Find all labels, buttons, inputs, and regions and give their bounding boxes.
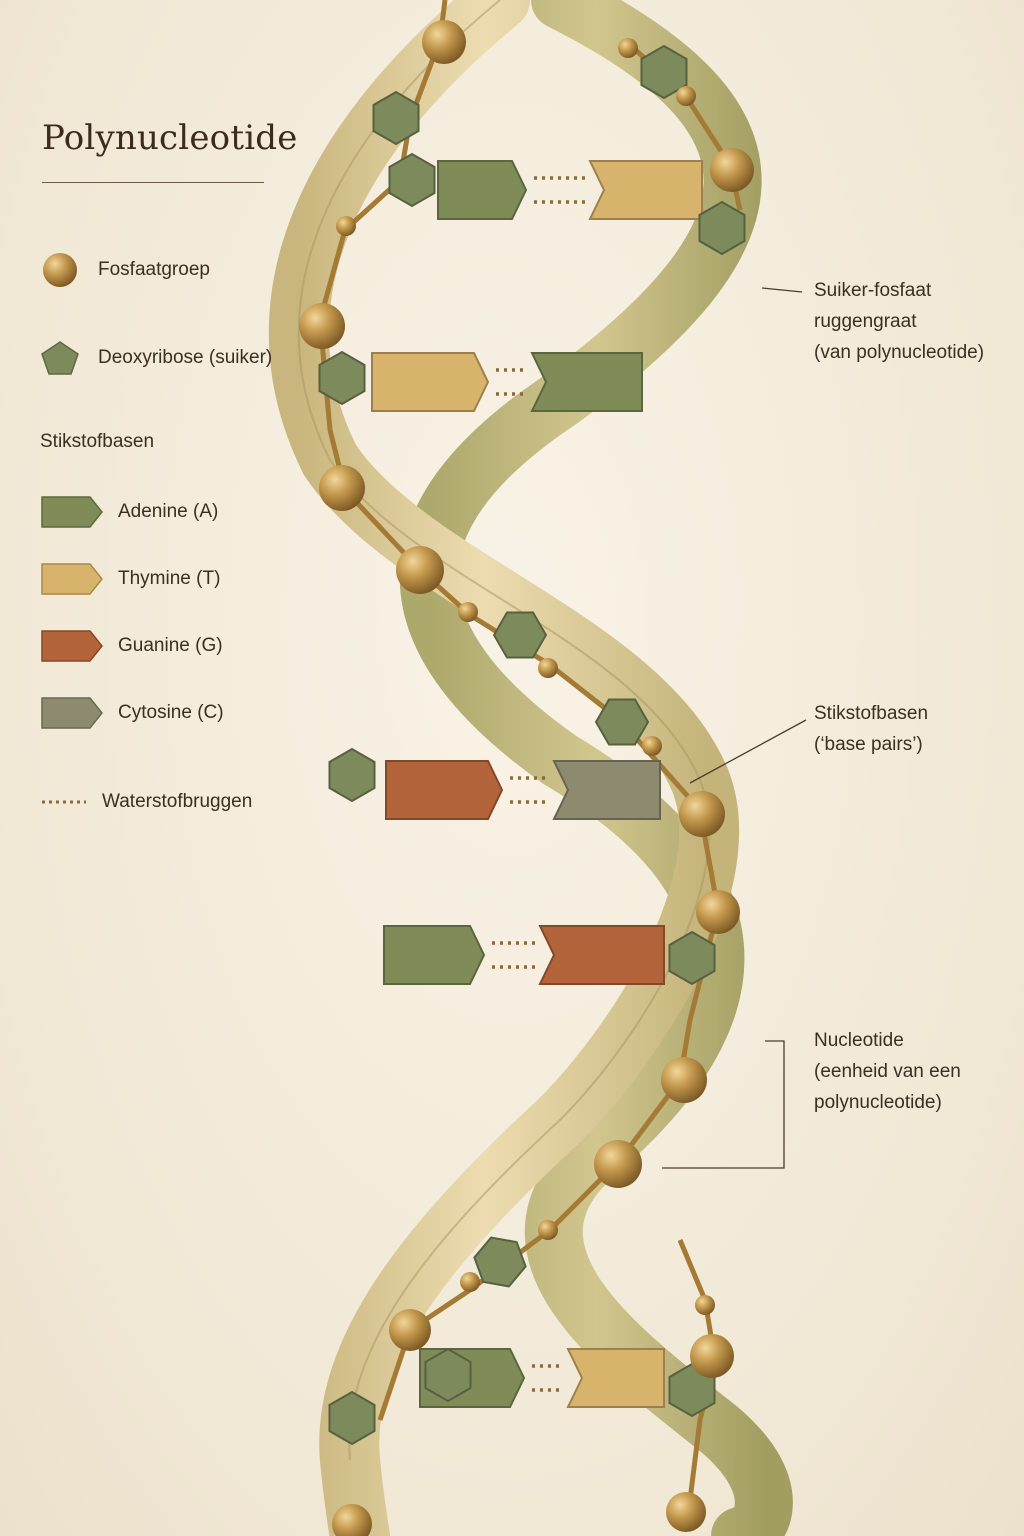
phosphate-ball [299,303,345,349]
legend-label-sugar: Deoxyribose (suiker) [98,347,273,368]
callout-nucleotide-line-3: polynucleotide) [814,1092,942,1113]
legend-item-phosphate: Fosfaatgroep [40,250,300,290]
base-thymine-left [371,352,490,412]
phosphate-ball-small [676,86,696,106]
title-divider [42,182,264,183]
deoxyribose-sugar [668,930,716,986]
phosphate-ball [319,465,365,511]
callout-backbone-line-1: Suiker-fosfaat [814,280,932,301]
base-adenine-left [383,925,486,985]
callout-base-pairs-line-2: (‘base pairs’) [814,734,923,755]
callout-nucleotide-line-1: Nucleotide [814,1030,904,1051]
phosphate-ball [661,1057,707,1103]
phosphate-ball [679,791,725,837]
phosphate-ball [396,546,444,594]
base-adenine-right [530,352,643,412]
deoxyribose-sugar [388,152,436,208]
legend-label-phosphate: Fosfaatgroep [98,259,210,280]
page-title: Polynucleotide [42,118,298,158]
phosphate-ball [332,1504,372,1536]
phosphate-ball-small [642,736,662,756]
phosphate-ball-small [618,38,638,58]
callout-backbone-line-3: (van polynucleotide) [814,342,985,363]
phosphate-ball-small [336,216,356,236]
dotted-line-icon [42,800,86,804]
phosphate-ball-small [538,658,558,678]
deoxyribose-sugar [328,1390,376,1446]
callout-base-pairs: Stikstofbasen (‘base pairs’) [814,698,928,760]
phosphate-ball-small [538,1220,558,1240]
phosphate-ball-small [460,1272,480,1292]
phosphate-ball [710,148,754,192]
legend-label-guanine: Guanine (G) [118,635,223,656]
legend-label-adenine: Adenine (A) [118,501,219,522]
backbone-ribbon-back [399,0,793,1536]
phosphate-ball-icon [43,253,77,287]
adenine-arrow-icon [41,496,103,528]
deoxyribose-sugar [424,1347,472,1403]
legend-bases-header: Stikstofbasen [40,431,155,452]
phosphate-ball [594,1140,642,1188]
legend-item-sugar: Deoxyribose (suiker) [40,338,310,378]
cytosine-arrow-icon [41,697,103,729]
base-guanine-right [538,925,665,985]
legend-item-cytosine: Cytosine (C) [40,693,270,733]
callout-base-pairs-line-1: Stikstofbasen [814,703,929,724]
pentagon-sugar-icon [41,341,79,375]
base-adenine-left [437,160,528,220]
deoxyribose-sugar [328,747,376,803]
phosphate-ball [666,1492,706,1532]
deoxyribose-sugar [640,44,688,100]
deoxyribose-sugar [372,90,420,146]
thymine-arrow-icon [41,563,103,595]
legend-label-thymine: Thymine (T) [118,568,221,589]
callout-nucleotide: Nucleotide (eenheid van een polynucleoti… [814,1025,961,1118]
callout-backbone-line-2: ruggengraat [814,311,917,332]
backbone-ribbon-front-edge [297,0,711,1461]
base-thymine-right [566,1348,665,1408]
guanine-arrow-icon [41,630,103,662]
legend-label-cytosine: Cytosine (C) [118,702,224,723]
phosphate-ball [690,1334,734,1378]
phosphate-ball [696,890,740,934]
phosphate-ball-small [695,1295,715,1315]
base-cytosine-right [552,760,661,820]
phosphate-ball [389,1309,431,1351]
legend-label-hbonds: Waterstofbruggen [102,791,253,812]
legend-item-thymine: Thymine (T) [40,559,270,599]
phosphate-ball-small [458,602,478,622]
deoxyribose-sugar [698,200,746,256]
legend-item-hbonds: Waterstofbruggen [40,782,280,822]
base-guanine-left [385,760,504,820]
deoxyribose-sugar [594,698,650,746]
base-thymine-right [588,160,703,220]
deoxyribose-sugar [492,611,548,659]
legend-item-adenine: Adenine (A) [40,492,270,532]
callout-nucleotide-line-2: (eenheid van een [814,1061,961,1082]
callout-backbone: Suiker-fosfaat ruggengraat (van polynucl… [814,275,984,368]
deoxyribose-sugar [318,350,366,406]
deoxyribose-sugar [473,1236,527,1288]
legend-item-guanine: Guanine (G) [40,626,270,666]
phosphate-ball [422,20,466,64]
